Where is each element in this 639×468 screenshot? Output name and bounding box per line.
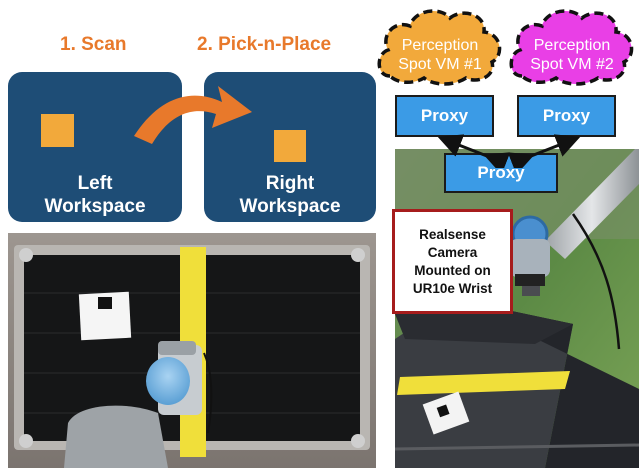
curved-arrow-icon (134, 86, 252, 144)
callout-line2: Camera (427, 244, 478, 260)
camera-callout-box: Realsense Camera Mounted on UR10e Wrist (392, 209, 513, 314)
perception-vm1-line2: Spot VM #1 (398, 56, 482, 73)
right-workspace-label: Right Workspace (204, 172, 376, 218)
step-scan-label: 1. Scan (60, 34, 127, 55)
perception-vm1-line1: Perception (401, 37, 479, 54)
callout-line4: UR10e Wrist (412, 280, 493, 296)
right-workspace-panel: Right Workspace (204, 72, 376, 222)
proxy-left-box: Proxy (395, 95, 494, 137)
perception-vm2-cloud-icon (509, 9, 634, 86)
perception-vm1-cloud-icon (377, 9, 502, 86)
left-workspace-label: Left Workspace (8, 172, 182, 218)
step-pick-place-label: 2. Pick-n-Place (197, 34, 332, 55)
perception-vm2-line1: Perception (533, 37, 611, 54)
connection-arrows-icon (437, 134, 581, 168)
callout-line3: Mounted on (414, 262, 491, 278)
left-workspace-panel: Left Workspace (8, 72, 182, 222)
left-workspace-line1: Left (77, 173, 113, 194)
object-square-icon (41, 114, 74, 147)
proxy-right-box: Proxy (517, 95, 616, 137)
perception-vm1-label: Perception Spot VM #1 (374, 36, 506, 74)
right-workspace-line1: Right (265, 173, 315, 194)
perception-vm2-line2: Spot VM #2 (530, 56, 614, 73)
perception-vm2-label: Perception Spot VM #2 (506, 36, 638, 74)
right-workspace-line2: Workspace (239, 196, 341, 217)
callout-line1: Realsense (419, 226, 486, 242)
left-workspace-line2: Workspace (44, 196, 146, 217)
workspace-table-photo (8, 233, 376, 468)
object-square-icon (274, 130, 306, 162)
